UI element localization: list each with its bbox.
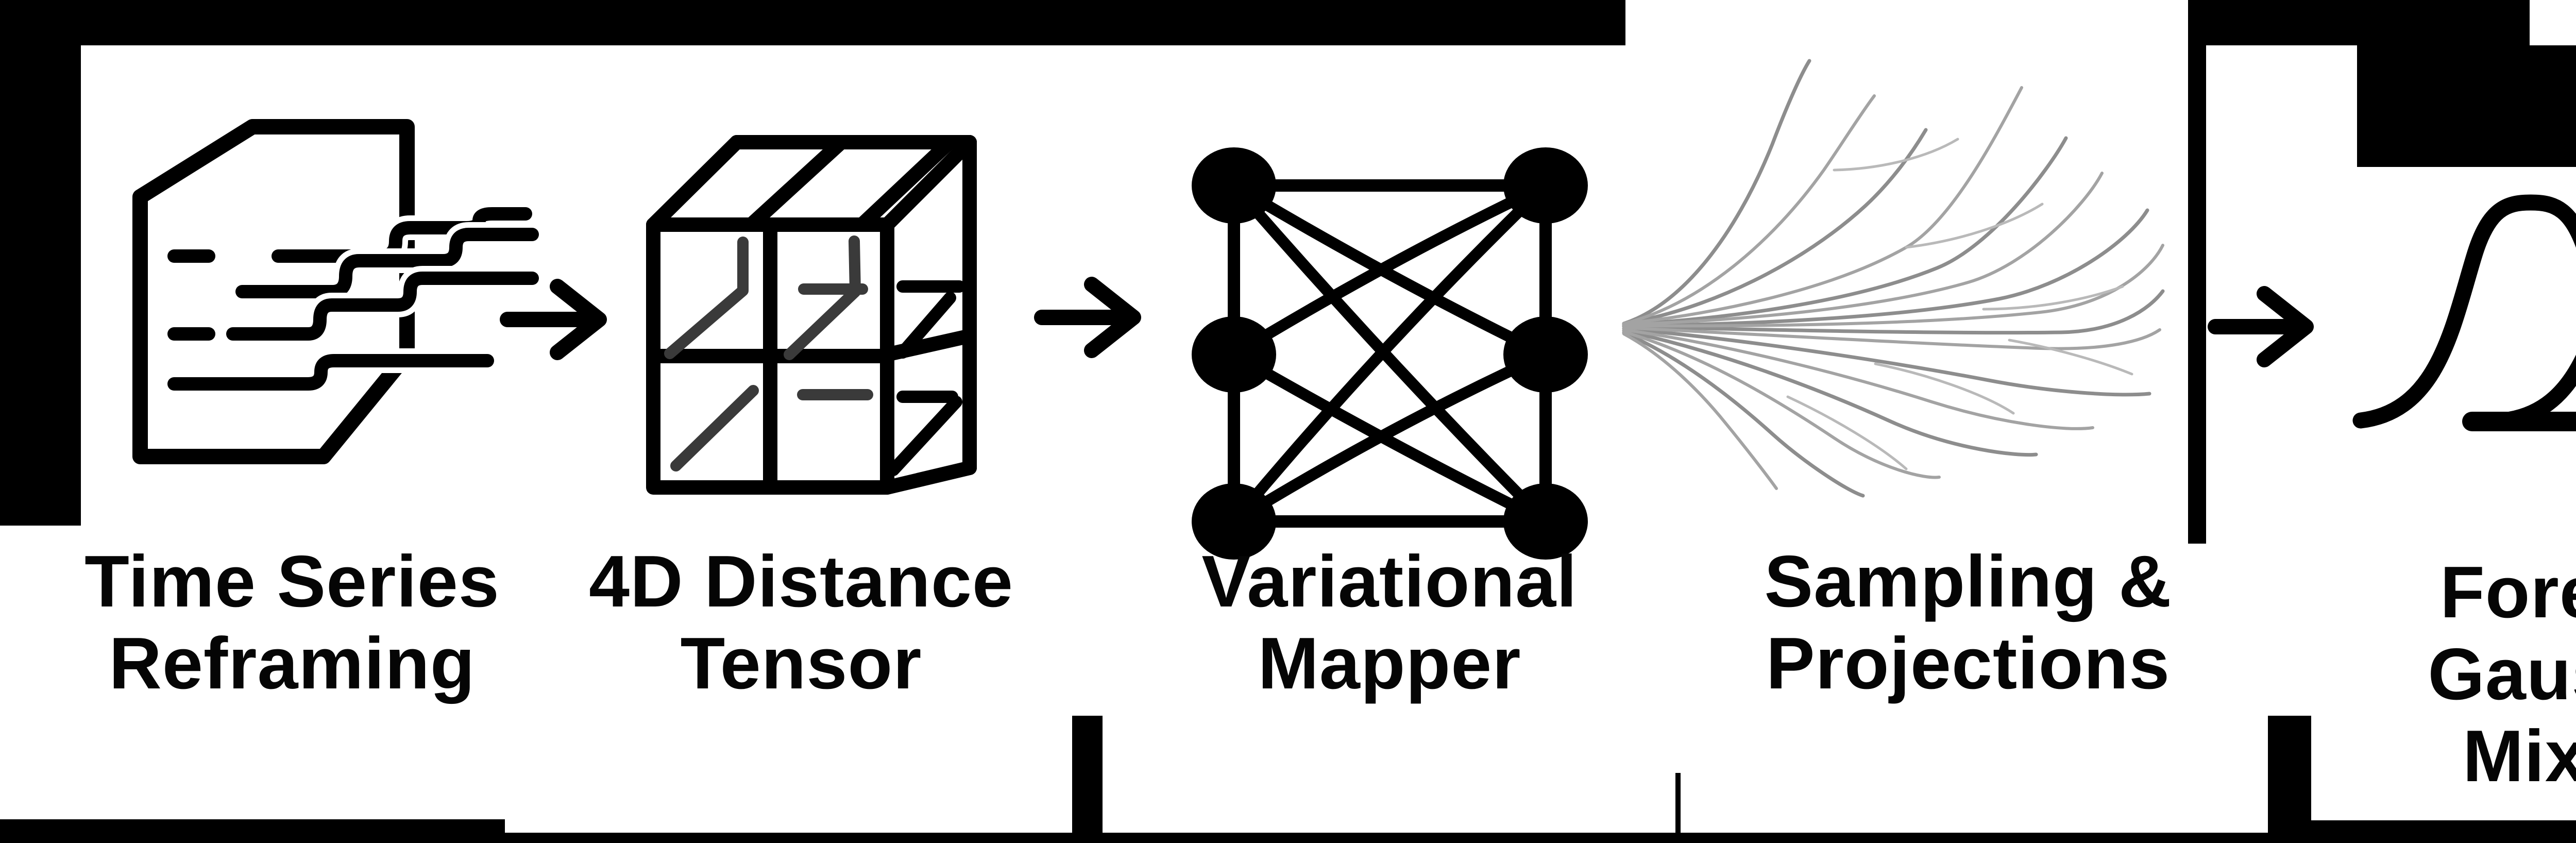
stage-label-line: Projections <box>1766 622 2171 704</box>
stage-label-variational-mapper: Variational Mapper <box>1158 541 1621 704</box>
frame-tick-bottom-center <box>1675 773 1681 833</box>
stage-label-forecast-gaussian-mixture: Forecast Gaussian Mixture <box>2363 551 2576 797</box>
stage-label-line: Forecast <box>2440 551 2576 633</box>
stage-label-line: Sampling & <box>1764 541 2172 622</box>
arrow-right-icon <box>1034 277 1141 358</box>
frame-bar-bottom <box>0 833 2576 843</box>
neural-network-icon <box>1192 147 1588 560</box>
stage-label-4d-distance-tensor: 4D Distance Tensor <box>569 541 1033 704</box>
frame-vbar-bottom-right <box>2268 716 2311 833</box>
stage-label-line: Gaussian <box>2428 633 2576 715</box>
document-stream-icon <box>132 119 545 464</box>
stage-label-line: 4D Distance <box>589 541 1013 622</box>
arrow-right-icon <box>2208 286 2314 367</box>
tensor-cube-icon <box>646 135 977 495</box>
stage-label-line: Time Series <box>84 541 500 622</box>
frame-vbar-bottom-center <box>1072 716 1103 833</box>
stage-label-time-series-reframing: Time Series Reframing <box>60 541 524 704</box>
gaussian-mixture-icon <box>2352 194 2576 431</box>
stage-label-line: Mapper <box>1258 622 1521 704</box>
frame-bar-bottom-right-segment <box>2311 820 2576 833</box>
frame-bar-left <box>0 0 81 526</box>
frame-rect-top-right <box>2357 45 2576 167</box>
branching-paths-icon <box>1622 59 2165 498</box>
stage-label-line: Tensor <box>680 622 922 704</box>
stage-label-sampling-projections: Sampling & Projections <box>1736 541 2200 704</box>
frame-vbar-right-tall <box>2188 0 2206 544</box>
stage-label-line: Variational <box>1201 541 1578 622</box>
arrow-right-icon <box>500 279 607 360</box>
stage-label-line: Mixture <box>2463 715 2576 797</box>
stage-label-line: Reframing <box>109 622 476 704</box>
frame-bar-top-right-segment <box>2188 0 2530 45</box>
frame-bar-top <box>0 0 1625 45</box>
frame-bar-bottom-left-segment <box>0 819 505 833</box>
